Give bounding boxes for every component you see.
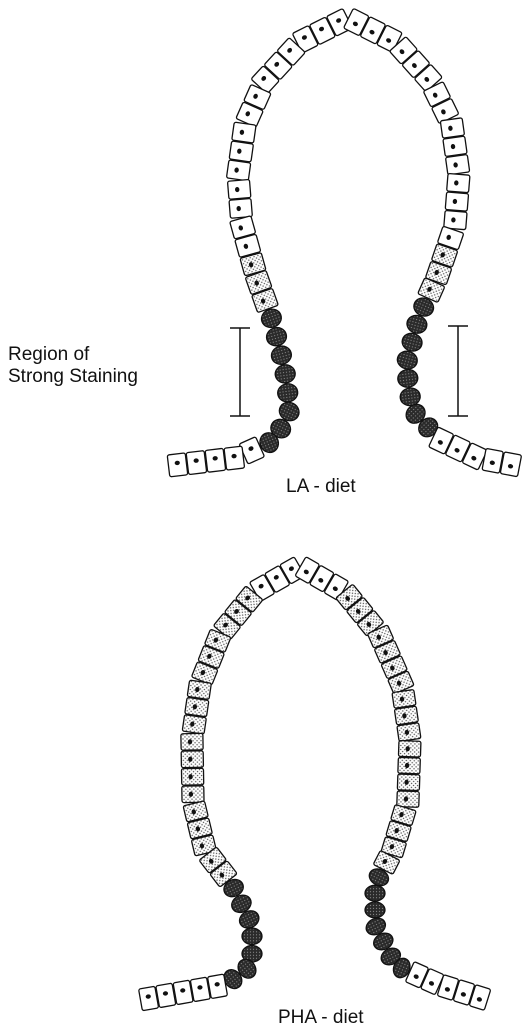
region-label-line1: Region of [8, 344, 90, 365]
la-left-cell [224, 446, 245, 470]
la-right-cell [482, 448, 503, 473]
la-right-cell [447, 173, 470, 192]
pha-right-cell [397, 791, 420, 807]
la-left-cell [274, 364, 296, 385]
la-left-cell [277, 383, 299, 404]
la-right-cell [395, 349, 419, 371]
pha-left-cell [181, 751, 203, 768]
la-left-cell [226, 160, 250, 181]
la-left-cell [269, 344, 293, 367]
pha-left-cell [181, 733, 203, 750]
right-staining-bracket [448, 326, 468, 416]
pha-left-cell [182, 786, 204, 803]
la-right-cell [440, 118, 464, 138]
pha-right-cell [365, 885, 385, 901]
la-left-cell [229, 199, 252, 219]
la-right-cell [443, 136, 467, 156]
pha-right-cell [365, 902, 385, 918]
panel-pha: PHA - diet [139, 557, 491, 1028]
pha-left-cell [139, 986, 159, 1011]
la-right-cell [500, 452, 521, 477]
la-epithelium-cells [167, 8, 521, 477]
la-left-cell [229, 141, 253, 162]
pha-caption: PHA - diet [278, 1007, 364, 1028]
la-left-cell [186, 451, 207, 475]
pha-left-cell [173, 980, 193, 1005]
pha-left-cell [156, 983, 176, 1008]
pha-left-cell [187, 680, 211, 699]
left-staining-bracket [230, 328, 250, 416]
la-caption: LA - diet [286, 476, 356, 497]
la-right-cell [399, 387, 421, 407]
la-left-cell [232, 122, 256, 143]
pha-right-cell [398, 741, 421, 757]
pha-left-cell [181, 768, 203, 785]
pha-left-cell [207, 974, 227, 999]
pha-right-cell [398, 757, 421, 773]
la-left-cell [228, 180, 251, 200]
pha-left-cell [190, 977, 210, 1002]
la-right-cell [444, 210, 467, 229]
panel-la: Region of Strong Staining LA - diet [8, 8, 522, 497]
la-left-cell [205, 448, 226, 472]
la-right-cell [400, 331, 424, 353]
region-label-line2: Strong Staining [8, 366, 138, 387]
pha-right-cell [392, 690, 416, 709]
la-left-cell [265, 325, 289, 348]
pha-epithelium-cells [139, 557, 491, 1011]
la-right-cell [445, 192, 468, 211]
la-right-cell [445, 154, 469, 174]
pha-right-cell [397, 774, 420, 790]
pha-right-cell [397, 723, 421, 742]
pha-right-cell [394, 706, 418, 725]
pha-left-cell [182, 715, 206, 734]
la-left-cell [167, 453, 188, 477]
pha-left-cell [185, 697, 209, 716]
pha-left-cell [242, 928, 262, 944]
la-right-cell [397, 368, 419, 388]
